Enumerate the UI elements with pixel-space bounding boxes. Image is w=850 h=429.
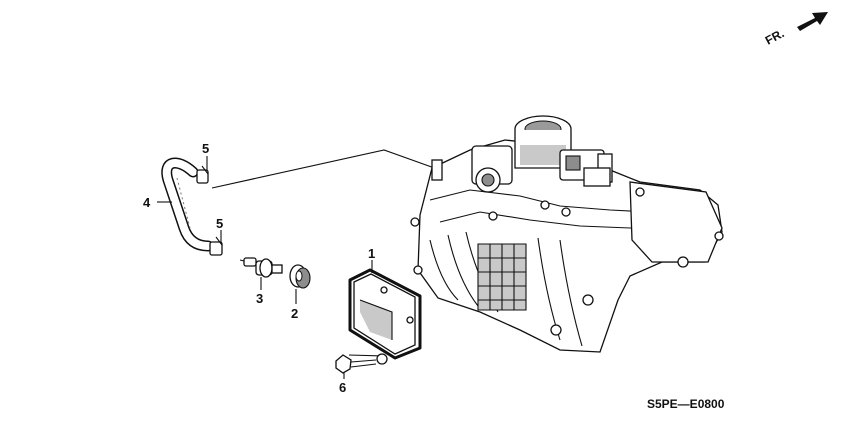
callout-leaders bbox=[157, 156, 373, 379]
diagram-code: S5PE—E0800 bbox=[647, 397, 725, 411]
front-direction-label: FR. bbox=[763, 26, 787, 47]
pcv-grommet bbox=[289, 264, 311, 289]
callout-1: 1 bbox=[368, 246, 375, 261]
flange-bolt bbox=[335, 353, 388, 374]
callout-2: 2 bbox=[291, 306, 298, 321]
intake-manifold-assembly bbox=[410, 115, 724, 353]
callout-3: 3 bbox=[256, 291, 263, 306]
manifold-flange bbox=[629, 181, 723, 263]
callout-6: 6 bbox=[339, 380, 346, 395]
manifold-rib-grid bbox=[477, 243, 527, 311]
cover-gasket bbox=[348, 268, 422, 360]
callout-5-upper: 5 bbox=[202, 141, 209, 156]
hose-clamp-upper bbox=[196, 165, 209, 184]
front-arrow-icon bbox=[797, 12, 828, 31]
pcv-hose bbox=[161, 157, 214, 252]
pcv-valve bbox=[239, 257, 283, 278]
front-direction-marker: FR. bbox=[763, 12, 828, 48]
manifold-sensors bbox=[471, 145, 613, 193]
manifold-pcv-port bbox=[431, 159, 443, 181]
leader-line-manifold bbox=[211, 149, 441, 189]
callout-4: 4 bbox=[143, 195, 151, 210]
throttle-body bbox=[514, 115, 572, 169]
callout-5-lower: 5 bbox=[216, 216, 223, 231]
cover-plate bbox=[348, 268, 422, 360]
hose-clamp-lower bbox=[209, 236, 223, 256]
